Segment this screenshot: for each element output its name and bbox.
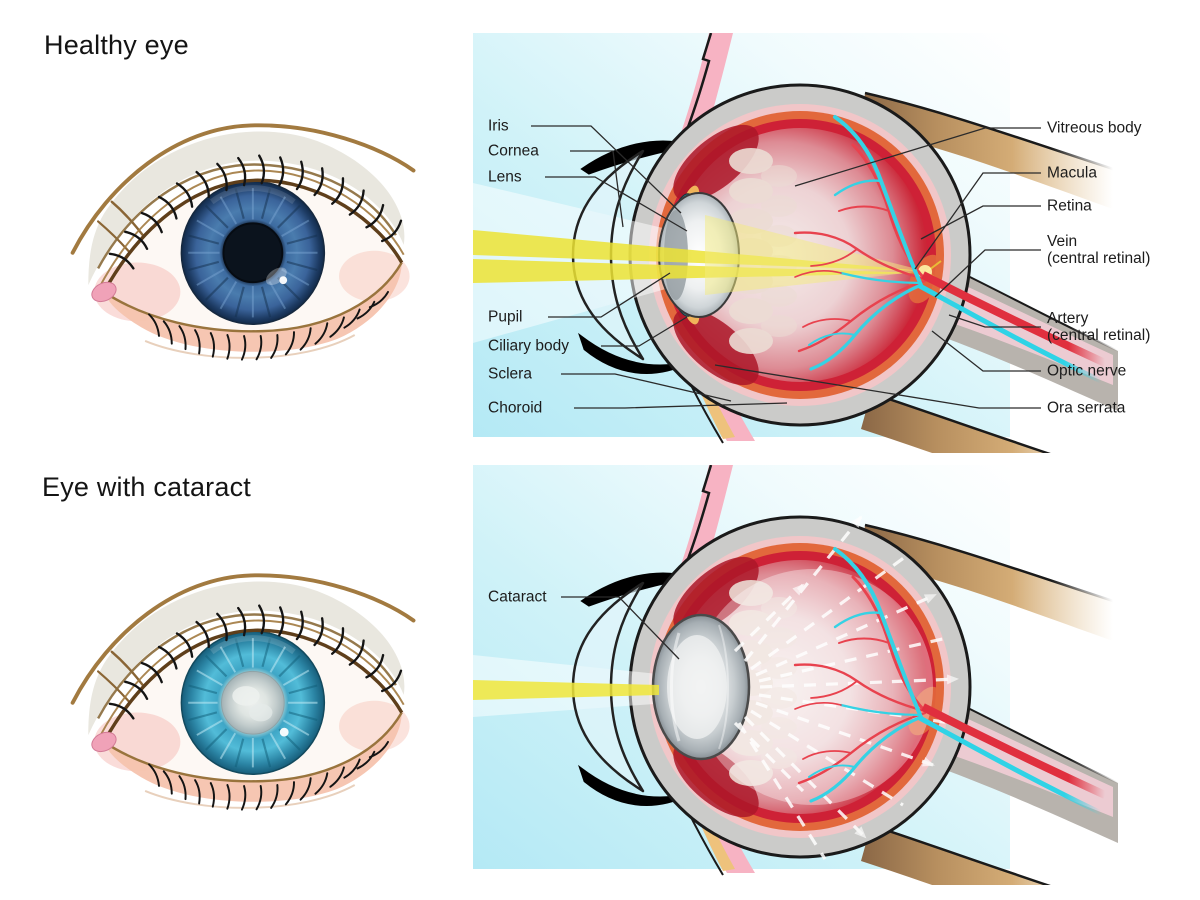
label-choroid: Choroid	[488, 399, 543, 417]
section-title-cataract: Eye with cataract	[42, 472, 251, 502]
cataract-eye-cross-section: Cataract	[473, 465, 1200, 885]
label-lens: Lens	[488, 168, 522, 186]
healthy-eye-front-illustration	[70, 123, 416, 398]
label-sclera: Sclera	[488, 365, 532, 383]
healthy-eye-cross-section: Iris Cornea Lens Pupil Ciliary body Scle…	[473, 33, 1200, 453]
label-iris: Iris	[488, 117, 509, 135]
label-vitreous-body: Vitreous body	[1047, 119, 1142, 137]
label-optic-nerve: Optic nerve	[1047, 362, 1127, 380]
label-ora-serrata: Ora serrata	[1047, 399, 1126, 417]
cataract-iris	[180, 630, 326, 775]
scatter-rays	[733, 515, 959, 860]
label-retina: Retina	[1047, 197, 1092, 215]
optic-nerve-core	[916, 271, 1107, 384]
optic-nerve-core	[916, 703, 1107, 816]
light-beam	[473, 215, 944, 295]
label-artery-central-retinal: Artery(central retinal)	[1047, 310, 1151, 344]
healthy-cross-section-drawing	[473, 33, 1120, 453]
healthy-pupil	[223, 223, 283, 283]
label-macula: Macula	[1047, 164, 1097, 182]
leader-lines	[561, 596, 680, 660]
blocked-light-beam	[473, 680, 659, 700]
label-pupil: Pupil	[488, 308, 523, 326]
cataract-eye-front-illustration	[70, 573, 416, 848]
label-vein-central-retinal: Vein(central retinal)	[1047, 233, 1151, 267]
label-cataract: Cataract	[488, 588, 547, 606]
cataract-cross-section-drawing	[473, 465, 1120, 885]
label-cornea: Cornea	[488, 142, 539, 160]
section-title-healthy: Healthy eye	[44, 30, 189, 60]
healthy-iris	[180, 180, 326, 325]
label-ciliary-body: Ciliary body	[488, 337, 569, 355]
leader-lines	[531, 125, 1041, 409]
